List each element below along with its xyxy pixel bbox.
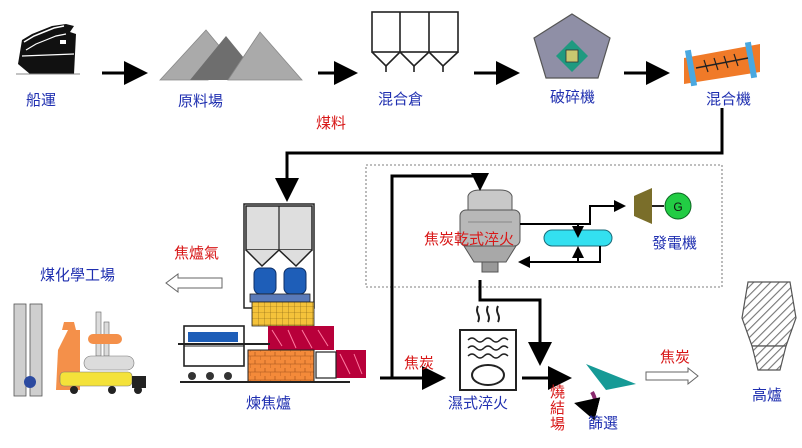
raw-material-yard-icon (159, 29, 303, 81)
blast-furnace-label: 高爐 (752, 386, 783, 404)
wet-quench-label: 濕式淬火 (448, 394, 509, 412)
step-label-raw-material-yard: 原料場 (178, 92, 224, 110)
crusher-icon (533, 13, 611, 79)
screening-label: 篩選 (588, 414, 619, 432)
cdq-area-box (365, 164, 723, 288)
step-label-mixer: 混合機 (706, 90, 752, 108)
coke-oven-gas-label: 焦爐氣 (174, 244, 220, 262)
coke-oven-label: 煉焦爐 (246, 394, 292, 412)
step-label-crusher: 破碎機 (550, 88, 596, 106)
generator-label: 發電機 (652, 234, 698, 252)
step-label-mixing-silo: 混合倉 (378, 90, 424, 108)
coke-oven-gas-arrow (165, 273, 223, 293)
mixing-silo-icon (371, 11, 459, 72)
coke-label-right: 焦炭 (660, 348, 691, 366)
chemical-plant-label: 煤化學工場 (40, 266, 116, 284)
coal-flow-label: 煤料 (316, 114, 347, 132)
mixer-icon (684, 41, 760, 87)
coal-route-arrow (275, 108, 724, 202)
cdq-label: 焦炭乾式淬火 (424, 230, 515, 248)
coke-label-left: 焦炭 (404, 354, 435, 372)
coke-routing (380, 173, 552, 390)
sintering-label: 燒結場 (548, 384, 566, 432)
generator-symbol: G (673, 200, 682, 214)
wet-quench-tower-icon (459, 305, 517, 391)
screen-icon (574, 364, 636, 421)
ship-icon (16, 24, 80, 75)
coke-oven-icon (178, 203, 366, 383)
generator-icon (634, 188, 692, 224)
cdq-tower-icon (459, 189, 521, 273)
blast-furnace-icon (741, 281, 797, 371)
cdq-piping (518, 200, 626, 268)
step-label-shipping: 船運 (26, 91, 57, 109)
chemical-plant-icon (13, 303, 146, 397)
coke-to-furnace-arrow (645, 366, 699, 386)
